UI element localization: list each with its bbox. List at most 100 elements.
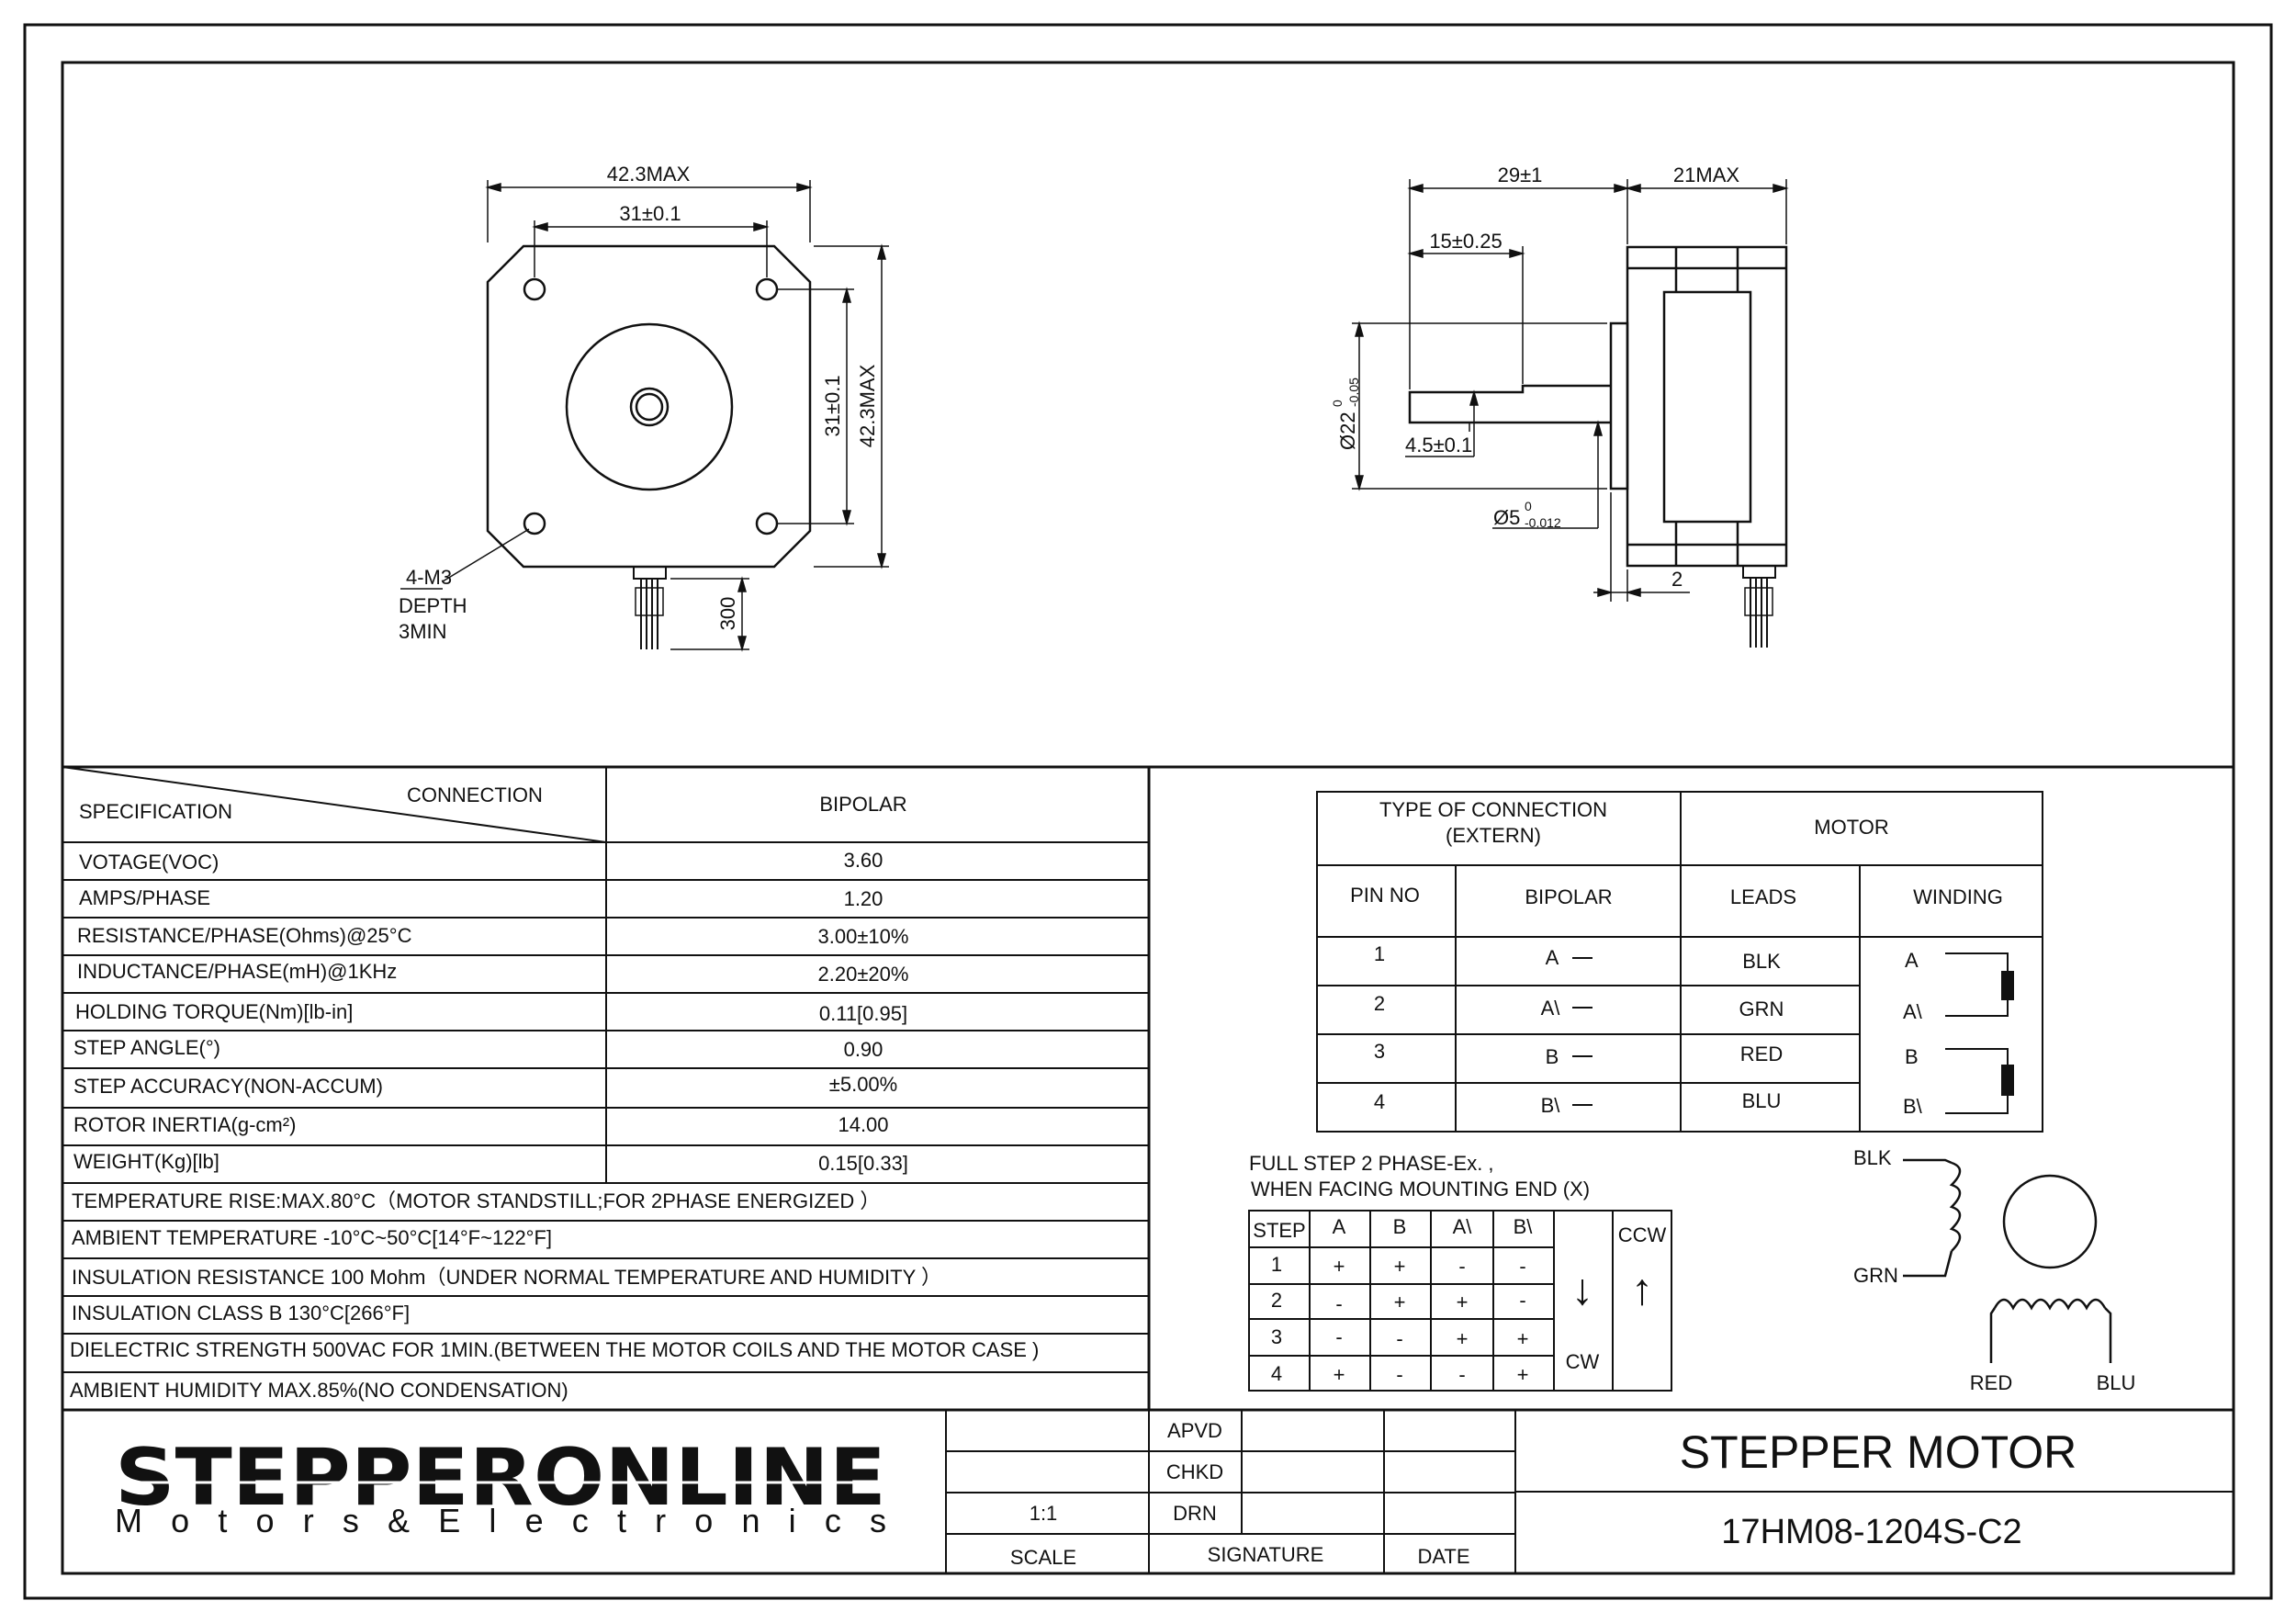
spec-row-label: STEP ANGLE(°) bbox=[73, 1036, 220, 1059]
spec-header-left: SPECIFICATION bbox=[79, 800, 232, 823]
date-label: DATE bbox=[1417, 1545, 1469, 1568]
side-view bbox=[1408, 245, 1788, 648]
spec-header-right: BIPOLAR bbox=[819, 793, 906, 816]
spec-row-label: STEP ACCURACY(NON-ACCUM) bbox=[73, 1075, 383, 1098]
outer-border bbox=[23, 23, 2273, 1600]
spec-note: DIELECTRIC STRENGTH 500VAC FOR 1MIN.(BET… bbox=[70, 1338, 1039, 1361]
spec-table-grid bbox=[62, 766, 1149, 1373]
side-connector bbox=[1742, 565, 1776, 579]
shaft-tol-lower: -0.012 bbox=[1525, 515, 1561, 530]
motor-face-outline bbox=[486, 244, 812, 569]
conn-col-pin: PIN NO bbox=[1350, 884, 1420, 907]
spec-row-value: 2.20±20% bbox=[818, 963, 909, 986]
hole-spacing-y-label: 31±0.1 bbox=[821, 375, 844, 436]
cw-arrow-icon: ↓ bbox=[1571, 1266, 1593, 1314]
boss-diameter-label: Ø22 bbox=[1336, 411, 1359, 450]
boss-tol-upper: 0 bbox=[1330, 400, 1345, 407]
conn-col-winding: WINDING bbox=[1913, 885, 2003, 908]
spec-row-value: 0.11[0.95] bbox=[819, 1002, 907, 1025]
spec-header-diag: CONNECTION bbox=[407, 783, 543, 806]
conn-type-label-2: (EXTERN) bbox=[1446, 824, 1541, 847]
conn-motor-label: MOTOR bbox=[1814, 816, 1888, 839]
step-cell: - bbox=[1458, 1255, 1465, 1278]
spec-row-label: VOTAGE(VOC) bbox=[79, 851, 219, 873]
winding-label-a: A bbox=[1905, 949, 1919, 972]
boss-height-label: 2 bbox=[1671, 568, 1683, 591]
shaft-side bbox=[1408, 384, 1611, 424]
spec-row-label: RESISTANCE/PHASE(Ohms)@25°C bbox=[77, 924, 412, 947]
ccw-arrow-icon: ↑ bbox=[1631, 1266, 1653, 1314]
step-header: B\ bbox=[1514, 1215, 1534, 1238]
step-cell: + bbox=[1394, 1255, 1406, 1278]
apvd-label: APVD bbox=[1167, 1419, 1222, 1442]
coil-diagram bbox=[1903, 1158, 2112, 1363]
stator-core bbox=[1662, 290, 1752, 524]
shaft-inner bbox=[635, 392, 664, 422]
step-cell: + bbox=[1457, 1291, 1469, 1313]
spec-note: AMBIENT HUMIDITY MAX.85%(NO CONDENSATION… bbox=[70, 1379, 568, 1402]
spec-row-label: ROTOR INERTIA(g-cm²) bbox=[73, 1113, 296, 1136]
mount-hole-br bbox=[755, 512, 779, 535]
spec-note: AMBIENT TEMPERATURE -10°C~50°C[14°F~122°… bbox=[72, 1226, 552, 1249]
step-cell: + bbox=[1517, 1327, 1529, 1350]
step-headers: STEP A B A\ B\ bbox=[1253, 1215, 1533, 1242]
spec-row-value: 1.20 bbox=[844, 887, 884, 910]
conn-col-bipolar: BIPOLAR bbox=[1525, 885, 1612, 908]
step-cell: + bbox=[1334, 1255, 1345, 1278]
step-header: A\ bbox=[1453, 1215, 1473, 1238]
coil-label-grn: GRN bbox=[1853, 1264, 1898, 1287]
hole-note-2: DEPTH bbox=[399, 594, 467, 617]
step-cell: - bbox=[1458, 1363, 1465, 1386]
connection-table-grid bbox=[1316, 791, 2043, 1133]
shaft-circle bbox=[629, 387, 670, 427]
step-header: STEP bbox=[1253, 1219, 1305, 1242]
spec-row-value: 0.15[0.33] bbox=[818, 1152, 908, 1175]
step-header: A bbox=[1333, 1215, 1346, 1238]
step-cell: + bbox=[1394, 1291, 1406, 1313]
height-max-label: 42.3MAX bbox=[856, 364, 879, 447]
conn-bipolar: A bbox=[1546, 946, 1559, 969]
mount-hole-tr bbox=[755, 277, 779, 301]
step-cell: 1 bbox=[1271, 1253, 1282, 1276]
front-view-dimensions bbox=[485, 180, 889, 652]
spec-row-label: AMPS/PHASE bbox=[79, 886, 210, 909]
pilot-boss-side bbox=[1609, 321, 1629, 490]
step-cell: - bbox=[1519, 1255, 1525, 1278]
conn-pin: 1 bbox=[1374, 942, 1385, 965]
step-table-grid bbox=[1248, 1210, 1672, 1392]
conn-bipolar: A\ bbox=[1541, 997, 1561, 1020]
rotor-icon bbox=[2002, 1174, 2098, 1269]
shaft-tol-upper: 0 bbox=[1525, 499, 1532, 513]
spec-notes: TEMPERATURE RISE:MAX.80°C（MOTOR STANDSTI… bbox=[70, 1189, 1039, 1402]
step-cell: - bbox=[1335, 1292, 1342, 1315]
boss-tol-lower: -0.05 bbox=[1346, 378, 1361, 407]
conn-type-label-1: TYPE OF CONNECTION bbox=[1379, 798, 1607, 821]
front-view bbox=[442, 244, 812, 649]
lead-connector bbox=[633, 566, 667, 580]
conn-lead: BLK bbox=[1742, 950, 1781, 973]
winding-label-a-bar: A\ bbox=[1903, 1000, 1923, 1023]
coil-label-red: RED bbox=[1970, 1371, 2012, 1394]
spec-row-label: HOLDING TORQUE(Nm)[lb-in] bbox=[75, 1000, 353, 1023]
conn-bipolar: B\ bbox=[1541, 1094, 1561, 1117]
spec-note: INSULATION RESISTANCE 100 Mohm（UNDER NOR… bbox=[72, 1266, 941, 1289]
spec-rows: VOTAGE(VOC) 3.60 AMPS/PHASE 1.20 RESISTA… bbox=[73, 849, 908, 1175]
part-number: 17HM08-1204S-C2 bbox=[1721, 1513, 2021, 1551]
spec-note: INSULATION CLASS B 130°C[266°F] bbox=[72, 1302, 410, 1324]
hole-note-1: 4-M3 bbox=[406, 566, 452, 589]
conn-lead: RED bbox=[1740, 1043, 1783, 1065]
conn-bipolar: B bbox=[1546, 1045, 1559, 1068]
flat-length-label: 15±0.25 bbox=[1429, 230, 1502, 253]
winding-label-b: B bbox=[1905, 1045, 1919, 1068]
hole-spacing-x-label: 31±0.1 bbox=[619, 202, 681, 225]
pilot-boss bbox=[565, 322, 734, 491]
body-length-label: 21MAX bbox=[1673, 163, 1739, 186]
mount-hole-bl bbox=[523, 512, 546, 535]
coil-label-blu: BLU bbox=[2097, 1371, 2136, 1394]
step-rows: 1 + + - - 2 - + + - 3 - - + + 4 + - - + bbox=[1271, 1253, 1529, 1386]
shaft-diameter-label: Ø5 bbox=[1493, 506, 1520, 529]
width-max-label: 42.3MAX bbox=[607, 163, 691, 186]
side-view-dimensions bbox=[1352, 179, 1789, 602]
step-cell: - bbox=[1335, 1325, 1342, 1348]
step-cell: + bbox=[1334, 1363, 1345, 1386]
